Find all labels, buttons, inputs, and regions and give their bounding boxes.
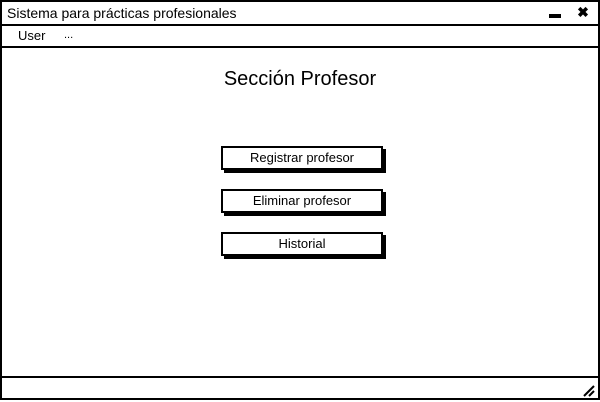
register-teacher-button[interactable]: Registrar profesor bbox=[221, 146, 383, 170]
menu-item-user[interactable]: User bbox=[18, 28, 46, 43]
status-bar bbox=[2, 376, 598, 398]
page-title: Sección Profesor bbox=[223, 68, 377, 90]
resize-grip-icon[interactable] bbox=[583, 384, 595, 397]
close-icon[interactable]: ✖ bbox=[577, 4, 589, 20]
window-title: Sistema para prácticas profesionales bbox=[7, 5, 237, 21]
title-bar: Sistema para prácticas profesionales ✖ bbox=[2, 2, 598, 26]
delete-teacher-button[interactable]: Eliminar profesor bbox=[221, 189, 383, 213]
menu-bar: User ... bbox=[2, 26, 598, 48]
minimize-icon[interactable] bbox=[546, 3, 564, 21]
history-button[interactable]: Historial bbox=[221, 232, 383, 256]
menu-item-more[interactable]: ... bbox=[64, 29, 74, 41]
